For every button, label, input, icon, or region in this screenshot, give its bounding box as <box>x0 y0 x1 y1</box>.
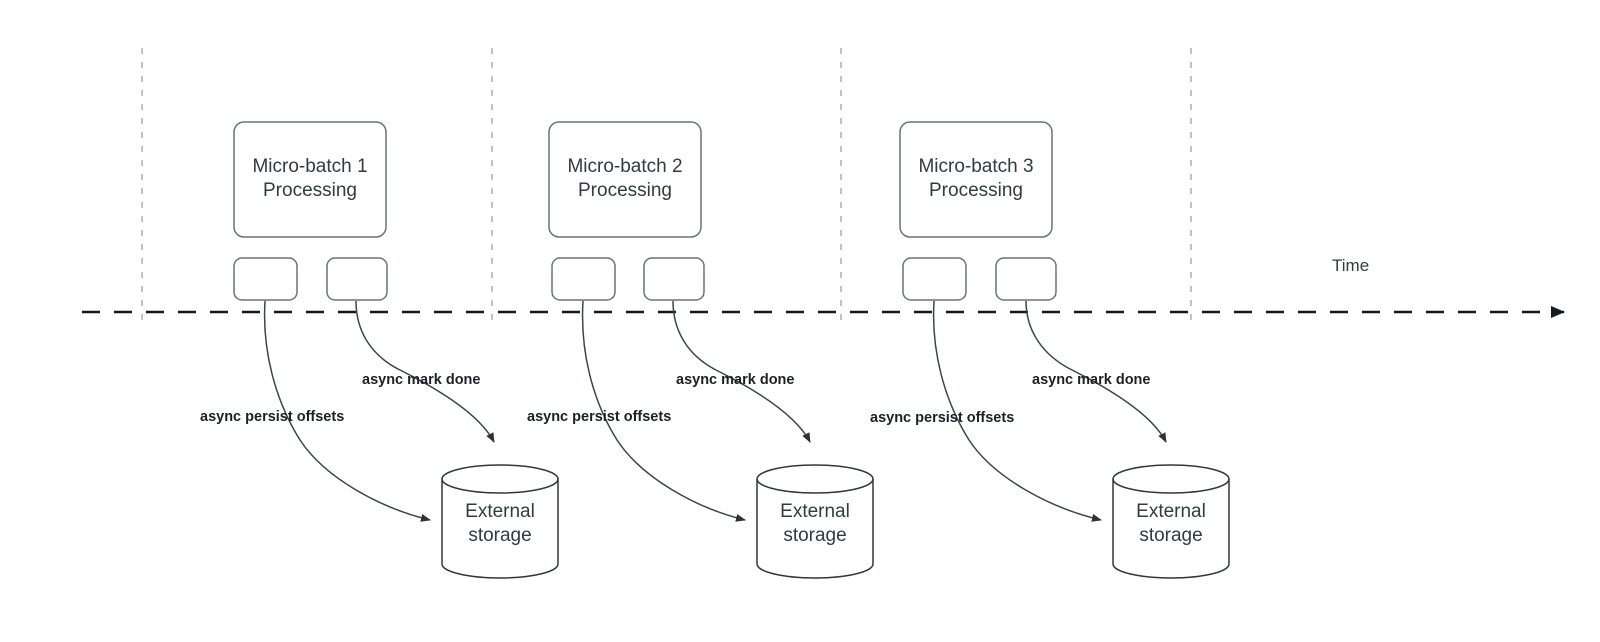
edge-persist-offsets-1-label: async persist offsets <box>200 409 345 425</box>
micro-batch-box-2[interactable] <box>548 121 702 238</box>
external-storage-body-1[interactable] <box>441 464 559 579</box>
edge-persist-offsets-3 <box>932 300 1102 522</box>
edge-persist-offsets-2 <box>581 300 746 522</box>
edge-mark-done-3-label: async mark done <box>1032 372 1151 388</box>
edge-mark-done-1-label: async mark done <box>362 372 481 388</box>
edge-mark-done-3 <box>1025 300 1167 443</box>
task-box-persist-3[interactable] <box>902 257 967 301</box>
timeline-axis-label: Time <box>1332 256 1370 275</box>
edge-persist-offsets-1 <box>263 300 431 522</box>
external-storage-top-2 <box>756 478 874 494</box>
task-box-mark-2[interactable] <box>643 257 705 301</box>
edge-mark-done-2 <box>672 300 811 443</box>
task-box-persist-2[interactable] <box>551 257 616 301</box>
micro-batch-box-3[interactable] <box>899 121 1053 238</box>
task-box-mark-3[interactable] <box>995 257 1057 301</box>
edge-persist-offsets-2-label: async persist offsets <box>527 409 672 425</box>
external-storage-body-3[interactable] <box>1112 464 1230 579</box>
edge-persist-offsets-3-label: async persist offsets <box>870 410 1015 426</box>
task-box-mark-1[interactable] <box>326 257 388 301</box>
external-storage-body-2[interactable] <box>756 464 874 579</box>
edge-mark-done-1 <box>355 300 495 443</box>
external-storage-top-3 <box>1112 478 1230 494</box>
edge-mark-done-2-label: async mark done <box>676 372 795 388</box>
task-box-persist-1[interactable] <box>233 257 298 301</box>
external-storage-top-1 <box>441 478 559 494</box>
micro-batch-box-1[interactable] <box>233 121 387 238</box>
